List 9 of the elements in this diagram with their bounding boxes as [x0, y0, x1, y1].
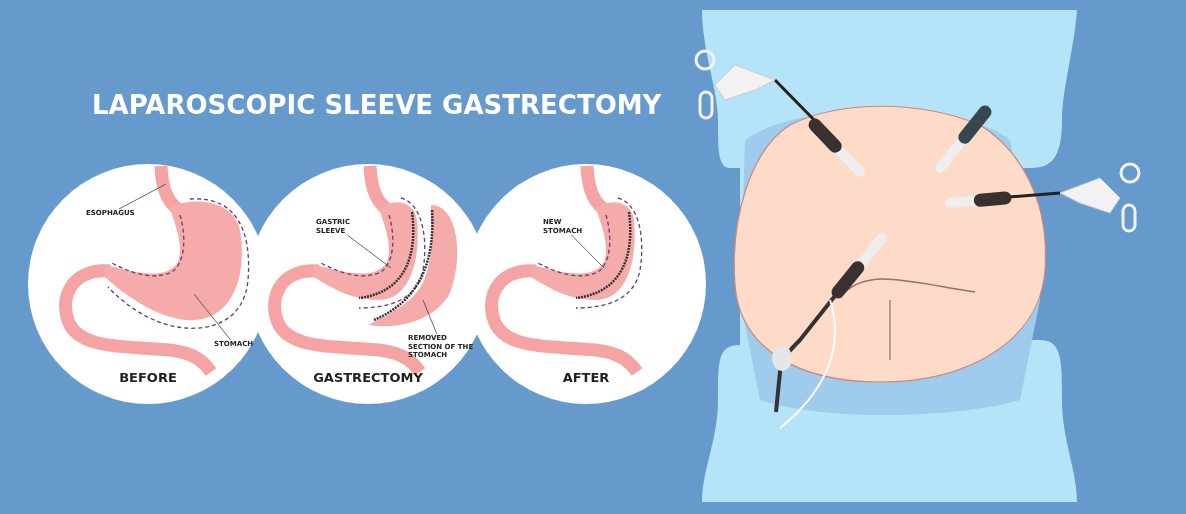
leader-line [346, 234, 392, 269]
leader-line [422, 299, 438, 335]
leader-line [118, 183, 167, 210]
diagram-title: LAPAROSCOPIC SLEEVE GASTRECTOMY [92, 90, 662, 120]
panel-caption: AFTER [562, 370, 610, 385]
panel-caption: GASTRECTOMY [313, 370, 423, 385]
panel-caption: BEFORE [119, 370, 177, 385]
leader-line [193, 293, 231, 341]
leader-line [571, 234, 605, 269]
